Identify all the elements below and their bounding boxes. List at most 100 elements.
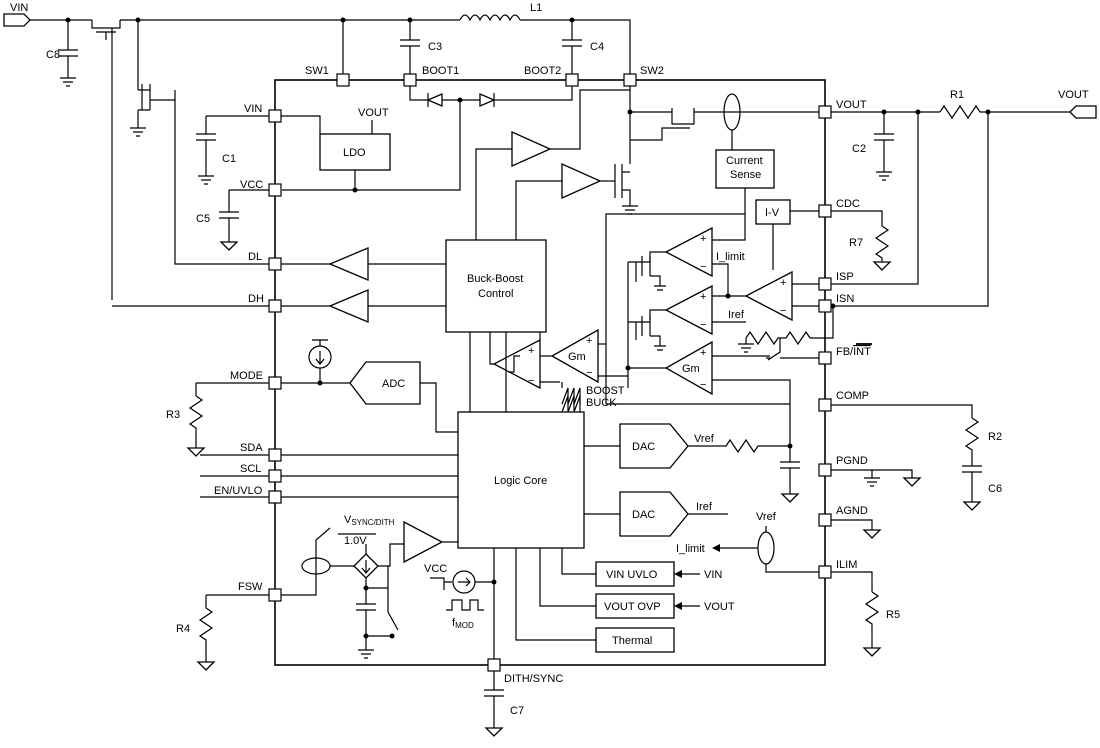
capacitor-c3: C3: [400, 20, 442, 76]
dac-vref-block: DAC: [619, 423, 689, 469]
svg-text:FB/INT: FB/INT: [836, 346, 871, 358]
capacitor-c7: C7: [484, 671, 524, 737]
svg-text:+: +: [700, 233, 706, 245]
svg-text:MODE: MODE: [230, 370, 263, 382]
output-fet: [630, 108, 820, 129]
vout-output-port: VOUT: [1058, 89, 1097, 119]
hs-driver-2: [511, 130, 552, 168]
boot-diodes: [426, 93, 496, 107]
svg-text:BOOT2: BOOT2: [524, 65, 561, 77]
sw2-low-fet: [614, 164, 638, 215]
capacitor-c4: C4: [562, 20, 604, 76]
svg-text:Control: Control: [478, 288, 513, 300]
svg-text:R1: R1: [950, 89, 964, 101]
capacitor-c1: C1: [196, 116, 236, 185]
pin-en-uvlo: EN/UVLO: [214, 485, 282, 504]
svg-text:−: −: [780, 305, 786, 317]
svg-text:BOOT1: BOOT1: [422, 65, 459, 77]
svg-text:C4: C4: [590, 41, 604, 53]
svg-text:DH: DH: [248, 293, 264, 305]
ic-outline: [274, 79, 826, 666]
gm-amplifier-2: Gm + −: [664, 340, 713, 396]
svg-text:−: −: [528, 375, 534, 387]
svg-text:C8: C8: [46, 49, 60, 61]
svg-text:−: −: [586, 367, 592, 379]
svg-text:SW1: SW1: [305, 65, 329, 77]
svg-text:LDO: LDO: [343, 147, 366, 159]
svg-text:−: −: [700, 319, 706, 331]
svg-text:VOUT: VOUT: [1058, 89, 1089, 101]
svg-text:Logic Core: Logic Core: [494, 475, 547, 487]
pin-fb-int: FB/INT: [818, 346, 871, 365]
svg-text:EN/UVLO: EN/UVLO: [214, 485, 263, 497]
svg-text:VOUT OVP: VOUT OVP: [604, 601, 661, 613]
svg-text:C6: C6: [988, 483, 1002, 495]
pin-mode: MODE: [230, 370, 282, 390]
vin-port-label: VIN: [10, 2, 28, 14]
svg-text:ADC: ADC: [382, 378, 405, 390]
svg-text:CDC: CDC: [836, 198, 860, 210]
svg-text:VCC: VCC: [424, 563, 447, 575]
svg-text:ILIM: ILIM: [836, 559, 857, 571]
pin-vin: VIN: [244, 103, 282, 123]
iv-amplifier: + −: [744, 270, 793, 322]
svg-text:I_limit: I_limit: [716, 251, 745, 263]
fb-divider: [738, 306, 834, 361]
svg-text:R3: R3: [166, 409, 180, 421]
current-sense-block: Current Sense: [715, 149, 775, 189]
pwm-comparator: + −: [492, 338, 541, 390]
pin-dith-sync: DITH/SYNC: [487, 658, 563, 685]
svg-text:C2: C2: [852, 143, 866, 155]
svg-text:Thermal: Thermal: [612, 635, 652, 647]
pin-boot1: BOOT1: [403, 65, 459, 87]
comp-network: R2 C6: [962, 417, 1002, 511]
svg-text:+: +: [700, 347, 706, 359]
logic-core-block: Logic Core: [457, 411, 585, 549]
pin-agnd: AGND: [818, 505, 868, 527]
svg-text:Gm: Gm: [568, 351, 586, 363]
svg-text:ISP: ISP: [836, 271, 854, 283]
svg-text:VOUT: VOUT: [358, 107, 389, 119]
pin-comp: COMP: [818, 390, 869, 412]
fmod-current-source: [452, 570, 476, 594]
pin-vout: VOUT: [818, 99, 867, 119]
pin-dh: DH: [248, 293, 282, 313]
low-side-fet: [130, 84, 158, 137]
thermal-block: Thermal: [595, 627, 675, 653]
vref-rc-filter: [688, 438, 800, 503]
svg-text:Vref: Vref: [694, 433, 715, 445]
capacitor-c5: C5: [196, 190, 239, 251]
resistor-r7: R7: [849, 225, 892, 271]
svg-text:DAC: DAC: [632, 509, 655, 521]
svg-text:VIN: VIN: [704, 569, 722, 581]
resistor-r4: R4: [176, 607, 216, 671]
pin-ilim: ILIM: [818, 559, 857, 579]
svg-text:VIN UVLO: VIN UVLO: [606, 569, 658, 581]
svg-text:SW2: SW2: [640, 65, 664, 77]
pin-vcc: VCC: [240, 179, 282, 197]
svg-text:R7: R7: [849, 237, 863, 249]
svg-text:Buck-Boost: Buck-Boost: [467, 273, 523, 285]
svg-text:C5: C5: [196, 213, 210, 225]
vin-input-port: VIN: [3, 2, 31, 27]
pin-fsw: FSW: [238, 581, 282, 602]
svg-text:I-V: I-V: [765, 207, 780, 219]
dh-driver: [328, 289, 369, 323]
svg-text:VIN: VIN: [244, 103, 262, 115]
pin-boot2: BOOT2: [524, 65, 579, 87]
ramp-generator: BOOST BUCK: [561, 385, 625, 413]
capacitor-c2: C2: [852, 112, 894, 181]
ilimit-comparator: + −: [664, 226, 713, 278]
iref-comparator: + −: [664, 284, 713, 336]
svg-text:Vref: Vref: [756, 511, 777, 523]
svg-text:VOUT: VOUT: [704, 601, 735, 613]
pin-sda: SDA: [240, 442, 282, 462]
resistor-r1: R1: [939, 89, 988, 120]
svg-text:fMOD: fMOD: [452, 617, 474, 630]
svg-text:ISN: ISN: [836, 293, 854, 305]
svg-text:I_limit: I_limit: [676, 543, 705, 555]
svg-text:C1: C1: [222, 153, 236, 165]
svg-text:C7: C7: [510, 705, 524, 717]
ldo-block: LDO: [319, 133, 391, 171]
